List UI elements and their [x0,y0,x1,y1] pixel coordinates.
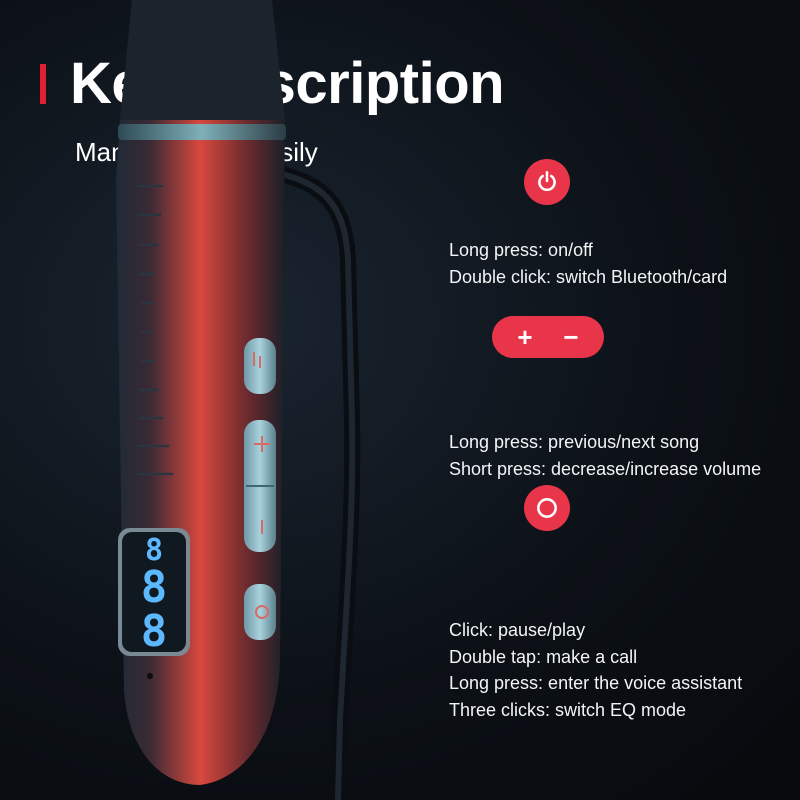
power-icon [538,170,556,192]
title-accent-bar [40,64,46,104]
power-button-description: Long press: on/off Double click: switch … [449,237,727,290]
minus-icon: − [563,322,579,352]
play-button-indicator [524,485,570,531]
led-digit: 8 [140,606,168,657]
plus-icon: + [517,322,533,352]
volume-buttons-description: Long press: previous/next song Short pre… [449,429,761,482]
description-line: Long press: on/off [449,240,593,260]
power-button-indicator [524,159,570,205]
description-line: Click: pause/play [449,620,586,640]
description-line: Double tap: make a call [449,646,638,667]
volume-buttons-indicator: + − [492,316,604,358]
led-digit: 8 [140,562,168,613]
description-line: Short press: decrease/increase volume [449,458,762,479]
led-digit: 8 [144,533,164,568]
description-line: Double click: switch Bluetooth/card [449,266,728,287]
description-line: Three clicks: switch EQ mode [449,699,687,720]
description-line: Long press: previous/next song [449,432,700,452]
led-display: 8 8 8 [122,532,186,657]
description-line: Long press: enter the voice assistant [449,673,743,693]
circle-icon [537,498,557,518]
play-button-description: Click: pause/play Double tap: make a cal… [449,617,742,723]
